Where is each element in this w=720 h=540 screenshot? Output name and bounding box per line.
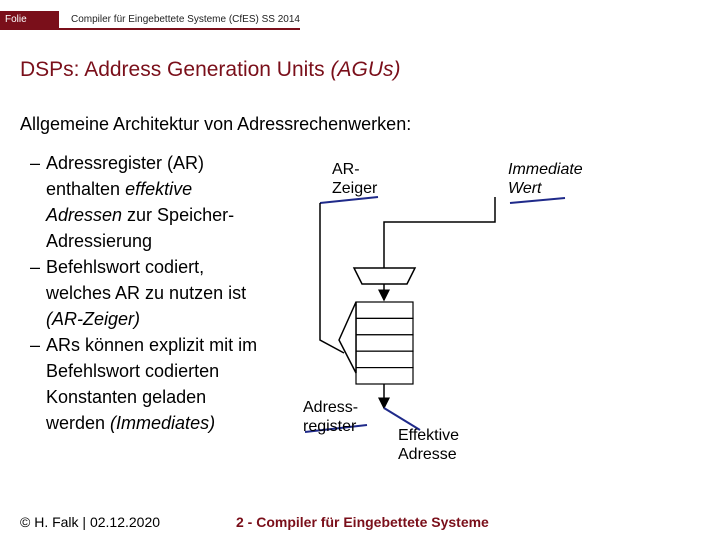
- bullet-line: werden (Immediates): [46, 410, 310, 436]
- bullet-dash: –: [30, 153, 41, 173]
- bullet-text-italic: Adressen: [46, 205, 123, 225]
- header-divider: [0, 28, 300, 30]
- immediate-label-line: Wert: [508, 180, 542, 197]
- ar-pointer-label-line: AR-: [332, 161, 360, 178]
- bullet-dash: –: [30, 335, 41, 355]
- register-decoder: [338, 301, 357, 374]
- title-italic: (AGUs): [330, 58, 401, 81]
- register-row: [355, 334, 414, 352]
- bullet-item-immediates: – ARs können explizit mit im Befehlswort…: [20, 332, 310, 436]
- ar-pointer-underline: [319, 196, 379, 204]
- footer-lecture: 2 - Compiler für Eingebettete Systeme: [236, 514, 489, 530]
- bullet-line: Adressen zur Speicher-: [46, 202, 310, 228]
- slide-subtitle: Allgemeine Architektur von Adressrechenw…: [20, 114, 412, 134]
- bullet-line: Adressierung: [46, 231, 153, 251]
- multiplexer: [352, 267, 417, 285]
- bullet-line: Konstanten geladen: [46, 387, 207, 407]
- register-row: [355, 367, 414, 385]
- effective-address-label: Effektive Adresse: [398, 426, 459, 464]
- ar-pointer-path: [319, 203, 345, 354]
- bullet-line: (AR-Zeiger): [46, 306, 310, 332]
- bullet-line: Befehlswort codiert,: [46, 257, 205, 277]
- bullet-list: – Adressregister (AR) enthalten effektiv…: [20, 150, 310, 436]
- title-main: DSPs: Address Generation Units: [20, 58, 331, 81]
- immediate-path: [383, 197, 496, 268]
- bullet-text: zur Speicher-: [122, 205, 235, 225]
- slide-header: Folie 35/63 Compiler für Eingebettete Sy…: [0, 11, 300, 42]
- bullet-text-italic: effektive: [125, 179, 193, 199]
- page-title: DSPs: Address Generation Units (AGUs): [20, 58, 400, 82]
- bullet-text-italic: (AR-Zeiger): [46, 309, 141, 329]
- bullet-dash: –: [30, 257, 41, 277]
- bullet-line: enthalten effektive: [46, 176, 310, 202]
- bullet-text: werden: [46, 413, 111, 433]
- bullet-item-adressregister: – Adressregister (AR) enthalten effektiv…: [20, 150, 310, 254]
- effective-underline: [383, 407, 421, 431]
- bullet-text-italic: (Immediates): [110, 413, 216, 433]
- register-row: [355, 317, 414, 336]
- register-label-line: Adress-: [303, 399, 359, 416]
- ar-pointer-label-line: Zeiger: [332, 180, 378, 197]
- bullet-line: Adressregister (AR): [46, 153, 205, 173]
- immediate-label: Immediate Wert: [508, 160, 583, 198]
- register-file: [355, 301, 414, 385]
- slide-number: Folie 35/63: [0, 11, 59, 42]
- register-row: [355, 301, 414, 319]
- effective-label-line: Adresse: [398, 446, 457, 463]
- bullet-line: welches AR zu nutzen ist: [46, 283, 247, 303]
- effective-label-line: Effektive: [398, 427, 460, 444]
- bullet-line: Befehlswort codierten: [46, 361, 220, 381]
- ar-pointer-label: AR- Zeiger: [332, 160, 377, 198]
- register-underline: [304, 424, 368, 433]
- footer-author-date: © H. Falk | 02.12.2020: [20, 514, 161, 530]
- bullet-text: enthalten: [46, 179, 126, 199]
- bullet-line: ARs können explizit mit im: [46, 335, 258, 355]
- register-label-line: register: [303, 418, 357, 435]
- course-title: Compiler für Eingebettete Systeme (CfES)…: [71, 14, 300, 25]
- immediate-underline: [509, 197, 566, 204]
- register-label: Adress- register: [303, 398, 358, 436]
- register-row: [355, 350, 414, 369]
- immediate-label-line: Immediate: [508, 161, 583, 178]
- bullet-item-befehlswort: – Befehlswort codiert, welches AR zu nut…: [20, 254, 310, 332]
